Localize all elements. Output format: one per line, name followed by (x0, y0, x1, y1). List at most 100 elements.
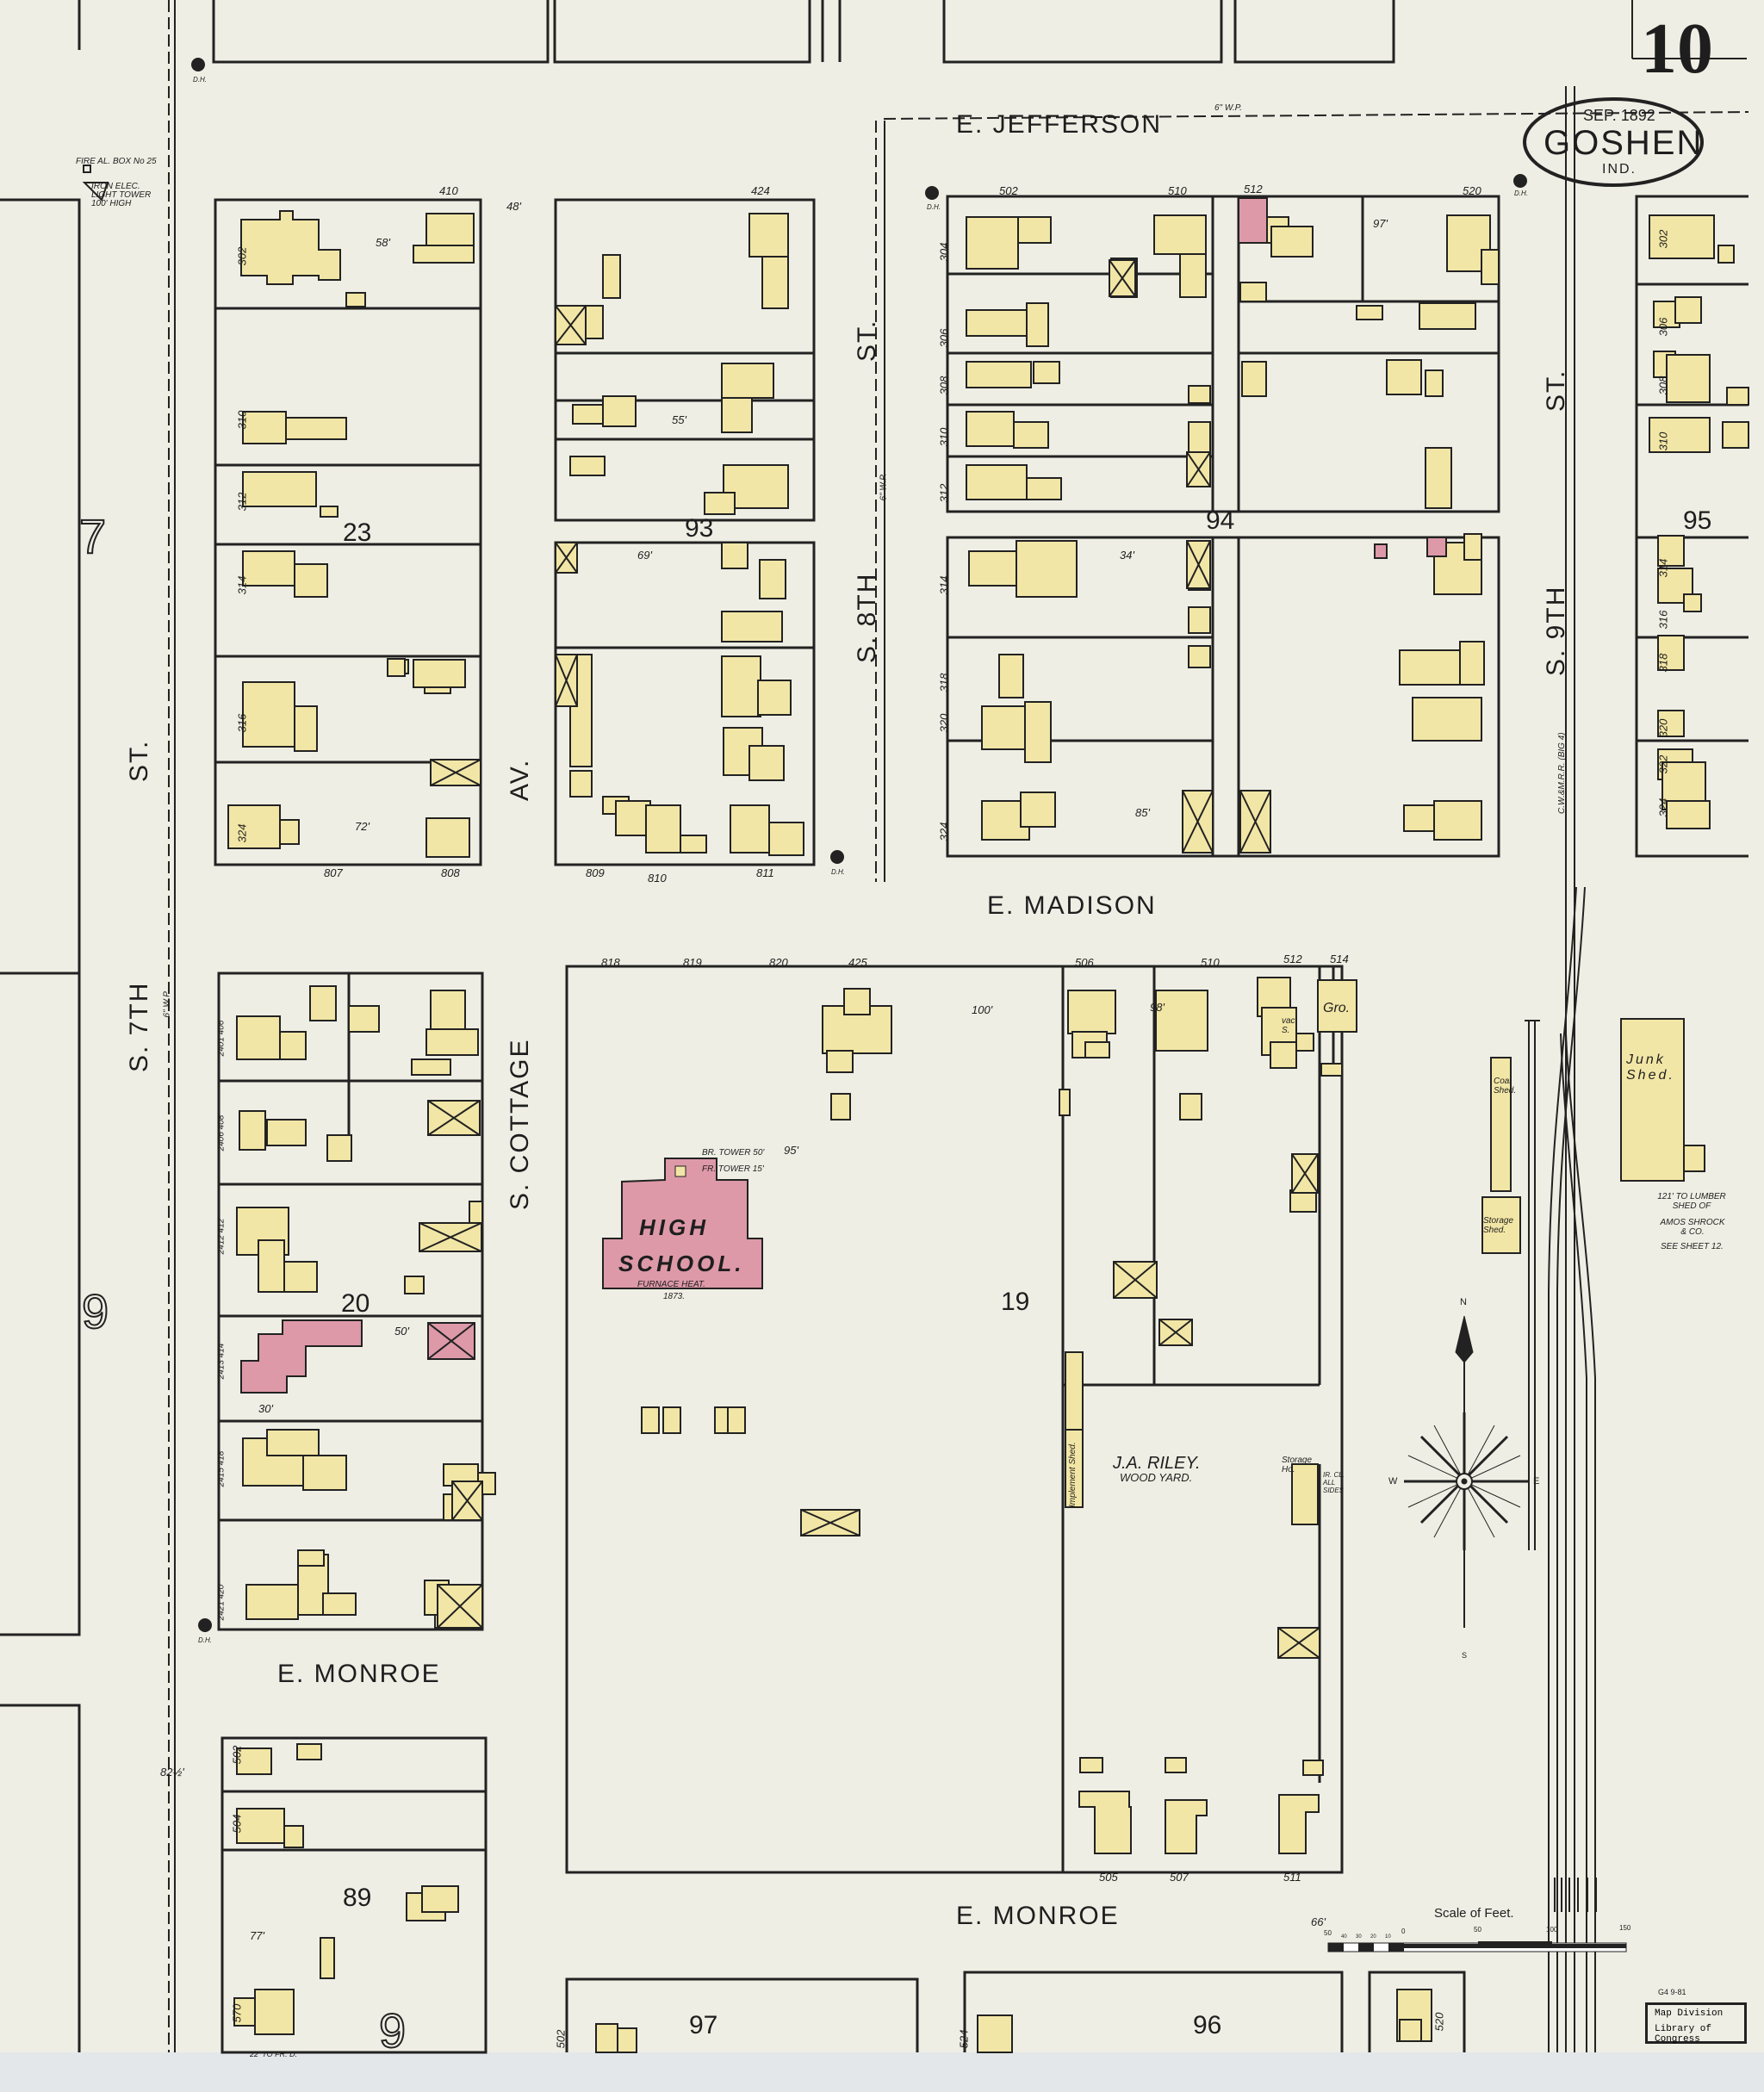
address-number: 510 (1201, 956, 1220, 969)
frame-tower-label: FR. TOWER 15' (702, 1164, 764, 1174)
street-cottage-av: AV. (506, 758, 534, 801)
address-number: 818 (601, 956, 620, 969)
address-number: 324 (937, 822, 951, 841)
address-number: 425 (848, 956, 867, 969)
address-number: 312 (937, 483, 951, 503)
scale-tick: 10 (1385, 1934, 1391, 1940)
scale-bar-icon (1327, 1941, 1627, 1952)
address-number: 2421 420 (216, 1584, 227, 1621)
stamp-code: G4 9-81 (1658, 1988, 1686, 1996)
street-s-cottage: S. COTTAGE (506, 1038, 534, 1210)
block-number: 96 (1193, 2011, 1222, 2039)
dh-label: D.H. (198, 1636, 212, 1644)
block-number: 89 (343, 1884, 372, 1912)
dimension: 77' (250, 1929, 264, 1942)
lumber-company: AMOS SHROCK & CO. (1660, 1218, 1725, 1237)
junk-shed-label: Junk Shed. (1626, 1052, 1675, 1083)
dimension: 55' (672, 413, 686, 426)
address-number: 318 (1656, 653, 1670, 673)
stamp-library: Library of Congress (1655, 2024, 1712, 2045)
address-number: 302 (1656, 229, 1670, 249)
sheet-number: 10 (1641, 9, 1713, 89)
street-e-monroe-west: E. MONROE (277, 1660, 441, 1688)
address-number: 512 (1244, 183, 1263, 196)
stamp-division: Map Division (1655, 2008, 1724, 2019)
address-number: 308 (1656, 376, 1670, 395)
dh-label: D.H. (193, 76, 207, 84)
water-pipe-8th: 6" W.P. (879, 473, 889, 501)
high-school-year: 1873. (663, 1292, 686, 1301)
dimension: 100' (972, 1003, 993, 1016)
compass-rose-icon (1404, 1315, 1529, 1628)
street-s-7th: S. 7TH (125, 981, 153, 1072)
address-number: 520 (1432, 2012, 1446, 2032)
fire-alarm-label: FIRE AL. BOX No 25 (76, 157, 157, 166)
dimension: 95' (784, 1144, 798, 1157)
address-number: 502 (230, 1745, 244, 1765)
map-date: SEP. 1892 (1583, 107, 1655, 124)
riley-label: J.A. RILEY. (1113, 1454, 1201, 1473)
dimension: 30' (258, 1402, 273, 1415)
address-number: 504 (230, 1814, 244, 1834)
state-name: IND. (1602, 162, 1637, 177)
address-number: 310 (1656, 431, 1670, 451)
storage-shed-label: Storage Shed. (1483, 1216, 1514, 1235)
address-number: 302 (235, 246, 249, 266)
implement-shed-label: Implement Shed. (1068, 1442, 1078, 1507)
scale-tick: 50 (1474, 1926, 1481, 1934)
dh-label: D.H. (927, 203, 941, 211)
grocery-label: Gro. (1323, 1001, 1351, 1015)
dimension: 72' (355, 820, 370, 833)
address-number: 2415 418 (216, 1450, 227, 1487)
address-number: 524 (957, 2029, 971, 2049)
address-number: 502 (999, 184, 1018, 197)
address-number: 2413 414 (216, 1343, 227, 1380)
dh-label: D.H. (831, 868, 845, 876)
address-number: 807 (324, 866, 343, 879)
address-number: 505 (1099, 1871, 1118, 1884)
street-s-8th-st: ST. (853, 319, 881, 362)
water-pipe-jefferson: 6" W.P. (1214, 103, 1242, 113)
high-school-label-2: SCHOOL. (618, 1251, 745, 1276)
railroad-label: C.W.&M.R.R. (BIG 4) (1557, 732, 1567, 814)
dimension: 66' (1311, 1915, 1326, 1928)
block-number: 93 (685, 514, 714, 543)
riley-wood-yard: WOOD YARD. (1120, 1471, 1193, 1484)
address-number: 316 (1656, 610, 1670, 630)
dimension: 97' (1373, 217, 1388, 230)
address-number: 520 (1463, 184, 1481, 197)
scale-title: Scale of Feet. (1434, 1906, 1514, 1921)
lumber-note: 121' TO LUMBER SHED OF (1657, 1192, 1726, 1211)
vacant-store-label: vac. S. (1282, 1016, 1298, 1035)
address-number: 320 (1656, 718, 1670, 738)
fire-distance-note: 22' TO FR. D. (250, 2050, 298, 2058)
block-number: 19 (1001, 1288, 1030, 1316)
street-e-madison: E. MADISON (987, 891, 1157, 920)
address-number: 2412 412 (216, 1218, 227, 1255)
address-number: 306 (937, 328, 951, 348)
address-number: 320 (937, 713, 951, 733)
street-s-9th-st: ST. (1542, 369, 1570, 412)
address-number: 506 (1075, 956, 1094, 969)
storage-house-label: Storage Ho. (1282, 1456, 1313, 1474)
address-number: 318 (937, 673, 951, 692)
address-number: 512 (1283, 953, 1302, 965)
address-number: 316 (235, 713, 249, 733)
address-number: 810 (648, 872, 667, 885)
block-number: 95 (1683, 506, 1712, 535)
street-s-8th: S. 8TH (853, 572, 881, 663)
compass-east: E (1533, 1476, 1540, 1487)
dimension: 50' (394, 1325, 409, 1338)
adjacent-sheet-7: 7 (78, 508, 107, 564)
address-number: 304 (937, 242, 951, 262)
scale-tick: 0 (1401, 1927, 1406, 1935)
address-number: 410 (439, 184, 458, 197)
address-number: 324 (1656, 798, 1670, 817)
address-number: 314 (235, 575, 249, 595)
dimension: 98' (1150, 1001, 1165, 1014)
compass-south: S (1462, 1651, 1468, 1660)
block-number: 97 (689, 2011, 718, 2039)
address-number: 502 (554, 2029, 568, 2049)
